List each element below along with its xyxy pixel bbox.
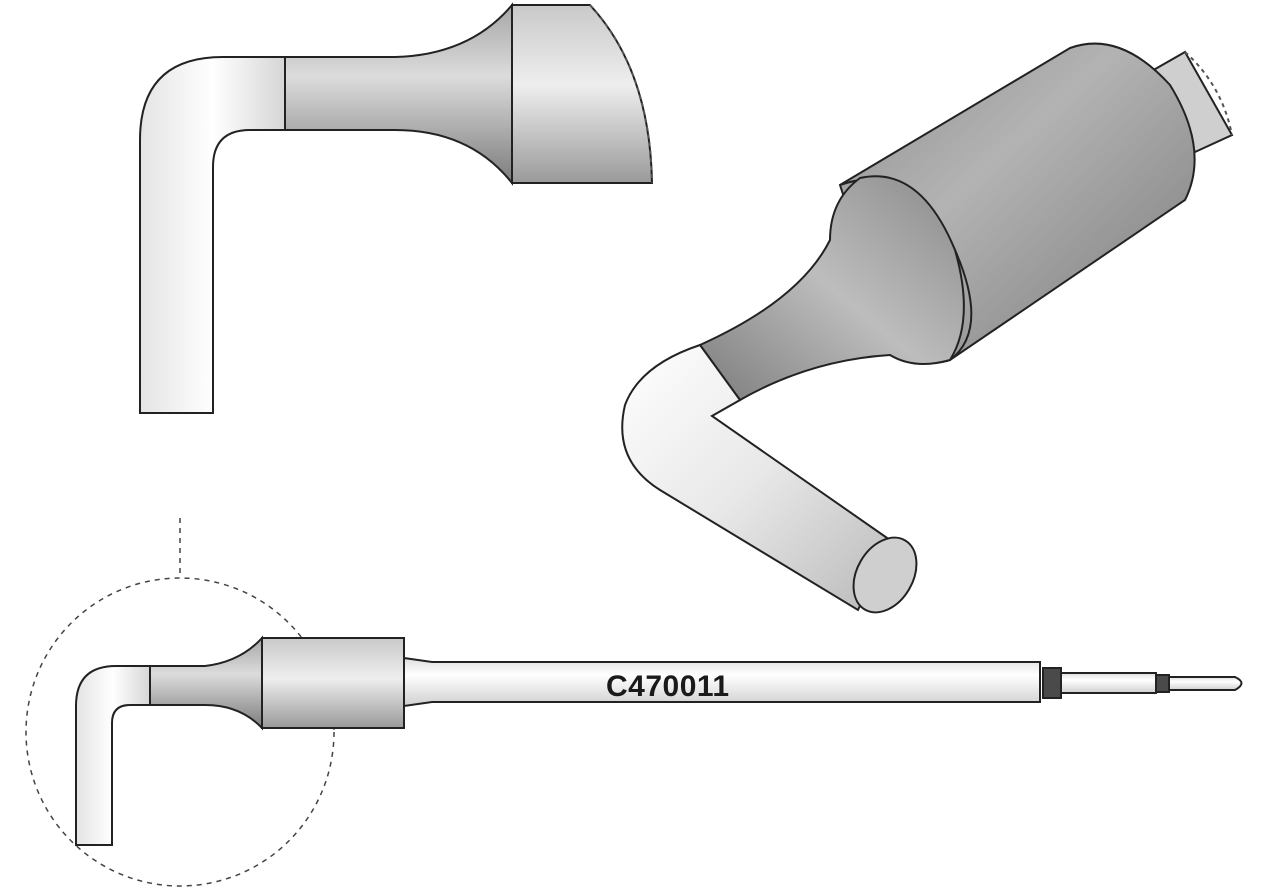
shaft-ring-2	[1155, 674, 1170, 693]
small-body-cylinder	[261, 637, 405, 729]
detail-circle	[25, 577, 335, 887]
pin-tip	[1168, 676, 1243, 691]
iso-neck	[698, 175, 965, 402]
top-left-tip-view	[139, 2, 654, 414]
thin-shaft	[1060, 672, 1157, 694]
iso-tube-end-cap	[852, 536, 918, 614]
flared-neck	[284, 2, 513, 186]
small-flared-neck	[149, 635, 263, 731]
body-cut-edge	[589, 4, 653, 184]
part-number-label: C470011	[606, 670, 730, 703]
shaft-ring-1	[1042, 667, 1062, 699]
iso-rear-shaft-cut	[1184, 51, 1233, 136]
iso-bent-tube	[621, 343, 892, 612]
isometric-tip-view	[621, 42, 1234, 614]
body-cylinder	[511, 4, 654, 184]
small-bent-tube	[75, 665, 151, 846]
full-tip-side-view: C470011	[25, 518, 1243, 887]
bent-tube	[139, 56, 286, 414]
